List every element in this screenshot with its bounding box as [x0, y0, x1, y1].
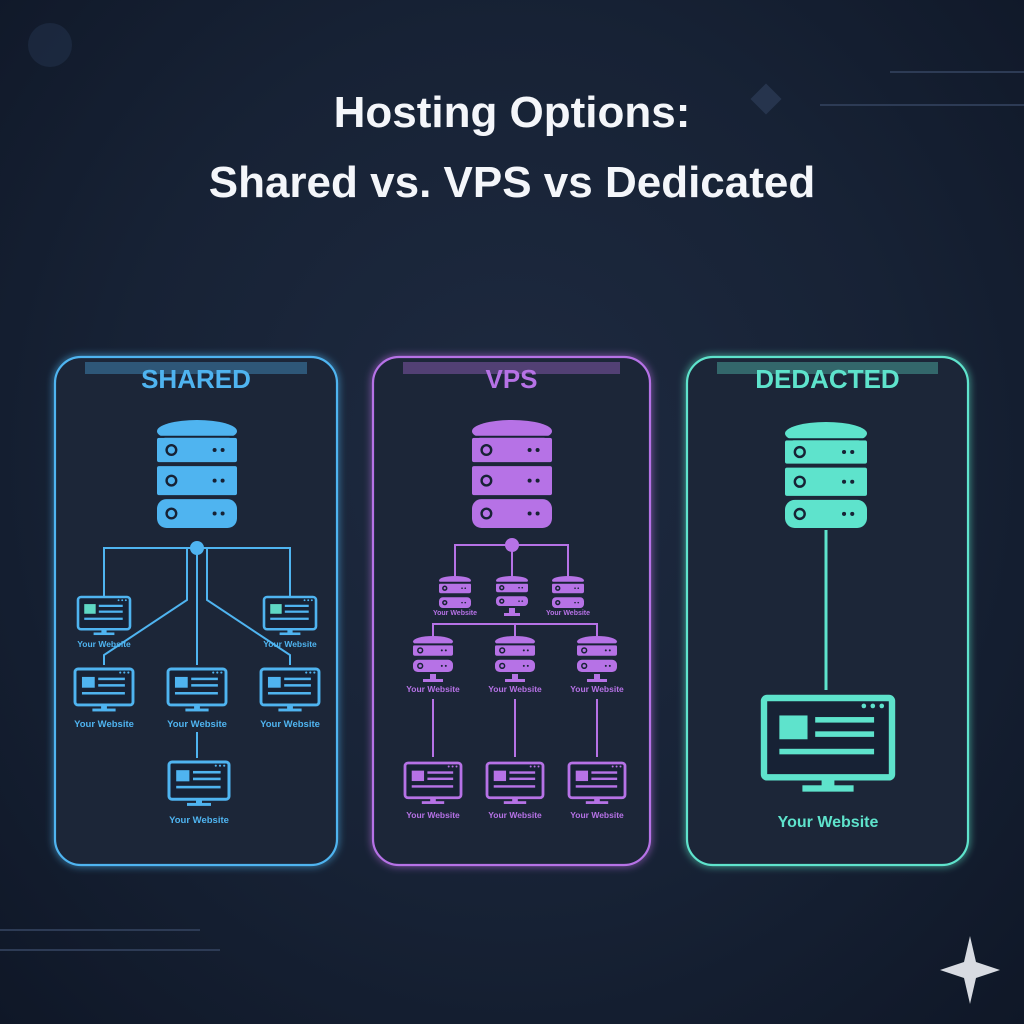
website-label: Your Website — [433, 610, 477, 617]
panel-title: VPS — [485, 364, 537, 394]
website-label: Your Website — [74, 719, 134, 730]
panel-header-bar — [85, 362, 307, 374]
website-monitor-icon — [73, 667, 135, 712]
website-label: Your Website — [406, 810, 460, 820]
website-label: Your Website — [263, 639, 317, 649]
website-label: Your Website — [546, 610, 590, 617]
website-label: Your Website — [260, 719, 320, 730]
website-label: Your Website — [488, 684, 542, 694]
title-line-1: Hosting Options: — [333, 88, 691, 137]
website-label: Your Website — [778, 814, 879, 831]
junction-node — [190, 541, 204, 555]
title-line-2: Shared vs. VPS vs Dedicated — [208, 158, 816, 207]
panel-dedicated: DEDACTED Your Website — [685, 355, 970, 867]
server-stack-icon — [439, 576, 471, 608]
website-label: Your Website — [406, 684, 460, 694]
server-stack-icon — [495, 636, 535, 682]
sparkle-icon — [940, 936, 1000, 1004]
server-stack-icon — [496, 576, 528, 616]
website-monitor-icon — [567, 761, 627, 804]
panel-header-bar — [717, 362, 938, 374]
website-monitor-icon — [262, 595, 318, 636]
website-label: Your Website — [77, 639, 131, 649]
panel-title: SHARED — [141, 364, 251, 394]
website-label: Your Website — [169, 815, 229, 826]
website-monitor-icon — [259, 667, 321, 712]
website-monitor-icon — [403, 761, 463, 804]
server-stack-icon — [472, 420, 552, 528]
website-label: Your Website — [570, 810, 624, 820]
server-stack-icon — [785, 422, 867, 528]
website-monitor-icon — [76, 595, 132, 636]
page-title: Hosting Options: Shared vs. VPS vs Dedic… — [0, 78, 1024, 218]
website-monitor-icon — [166, 667, 228, 712]
website-monitor-icon — [167, 760, 231, 806]
panel-header-bar — [403, 362, 620, 374]
website-label: Your Website — [167, 719, 227, 730]
connector-line — [206, 548, 291, 665]
website-monitor-icon — [485, 761, 545, 804]
website-monitor-icon — [760, 694, 896, 792]
server-stack-icon — [552, 576, 584, 608]
server-stack-icon — [413, 636, 453, 682]
website-label: Your Website — [488, 810, 542, 820]
junction-node — [505, 538, 519, 552]
panel-title: DEDACTED — [755, 364, 899, 394]
website-label: Your Website — [570, 684, 624, 694]
server-stack-icon — [577, 636, 617, 682]
connector-line — [103, 548, 188, 665]
server-stack-icon — [157, 420, 237, 528]
